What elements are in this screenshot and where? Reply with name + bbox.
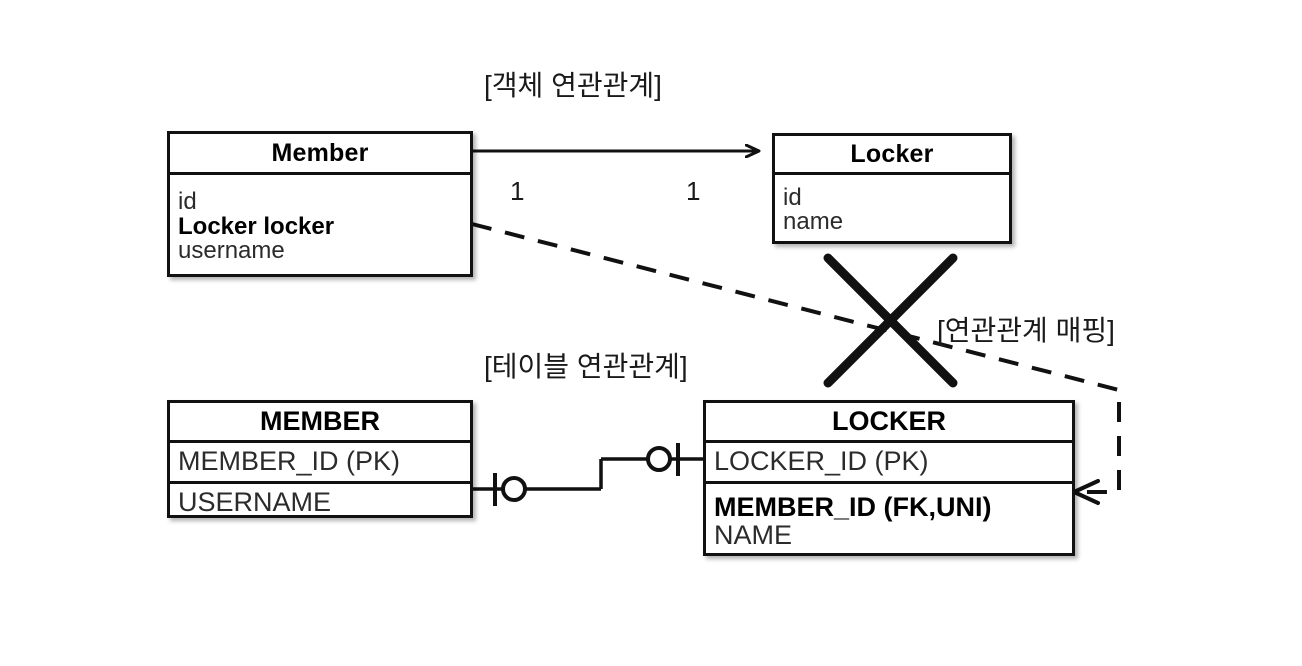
- entity-member-field-locker: Locker locker: [178, 212, 335, 240]
- table-member-title: MEMBER: [260, 406, 380, 436]
- table-member-row-member-id: MEMBER_ID (PK): [170, 440, 470, 481]
- table-locker-title: LOCKER: [832, 406, 946, 436]
- table-locker-column-locker-id: LOCKER_ID (PK): [714, 446, 929, 477]
- table-locker-row-member-id: MEMBER_ID (FK,UNI) NAME: [706, 481, 1072, 559]
- entity-locker-field-id: id: [783, 183, 802, 211]
- entity-member-field-username: username: [178, 237, 285, 265]
- entity-member-title: Member: [271, 138, 369, 167]
- table-box-member[interactable]: MEMBER MEMBER_ID (PK) USERNAME: [167, 400, 473, 518]
- entity-locker-fields: id name: [775, 172, 1009, 244]
- entity-member-fields: id Locker locker username: [170, 172, 470, 277]
- entity-box-member[interactable]: Member id Locker locker username: [167, 131, 473, 277]
- table-relationship-caption: [테이블 연관관계]: [484, 351, 688, 382]
- table-locker-column-member-id: MEMBER_ID (FK,UNI): [714, 492, 992, 523]
- table-locker-column-name: NAME: [714, 520, 793, 550]
- entity-member-field-id: id: [178, 188, 197, 216]
- table-relationship-line: [473, 443, 703, 506]
- entity-box-locker[interactable]: Locker id name: [772, 133, 1012, 244]
- mapping-caption: [연관관계 매핑]: [937, 315, 1115, 346]
- table-box-locker[interactable]: LOCKER LOCKER_ID (PK) MEMBER_ID (FK,UNI)…: [703, 400, 1075, 556]
- object-relationship-caption: [객체 연관관계]: [484, 70, 662, 101]
- cross-out-mark: [823, 253, 958, 388]
- multiplicity-right: 1: [686, 176, 701, 206]
- table-member-row-username: USERNAME: [170, 481, 470, 521]
- table-member-column-member-id: MEMBER_ID (PK): [178, 446, 401, 477]
- table-locker-row-locker-id: LOCKER_ID (PK): [706, 440, 1072, 481]
- entity-locker-title: Locker: [850, 139, 934, 168]
- entity-locker-field-name: name: [783, 208, 844, 235]
- multiplicity-left: 1: [510, 176, 525, 206]
- table-member-column-username: USERNAME: [178, 486, 332, 517]
